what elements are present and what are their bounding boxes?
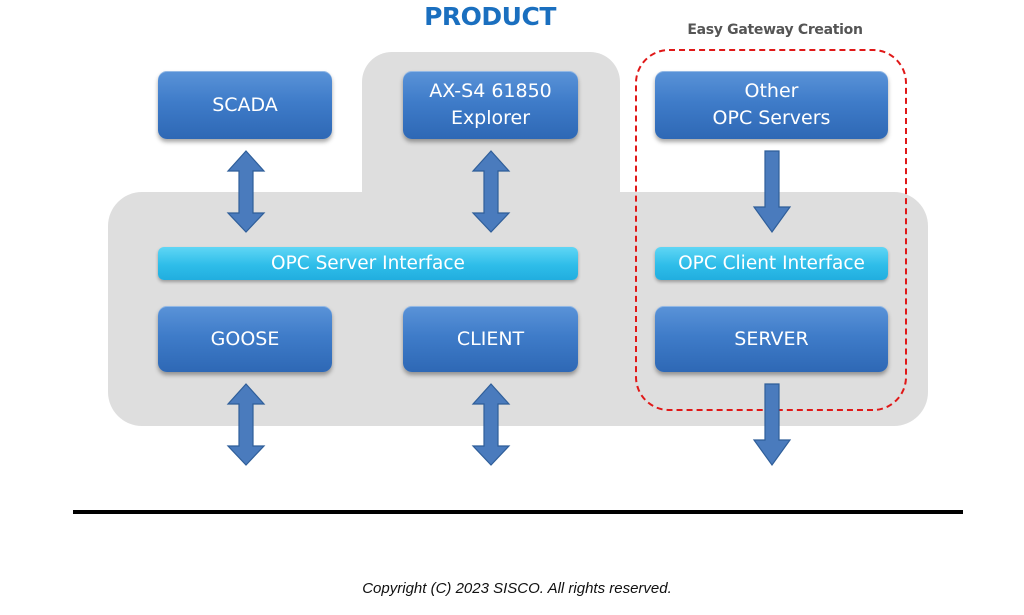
- gateway-label: Easy Gateway Creation: [687, 22, 863, 38]
- opc-client-interface-bar[interactable]: OPC Client Interface: [655, 247, 888, 280]
- server-label: SERVER: [734, 327, 809, 350]
- client-label: CLIENT: [456, 327, 525, 350]
- double-arrow-client: [471, 383, 511, 466]
- other-opc-servers-box[interactable]: Other OPC Servers: [655, 71, 888, 139]
- goose-label: GOOSE: [210, 327, 280, 350]
- scada-label: SCADA: [212, 93, 278, 116]
- explorer-label-line1: AX-S4 61850: [429, 80, 552, 102]
- footer-divider: [73, 510, 963, 514]
- goose-box[interactable]: GOOSE: [158, 306, 332, 372]
- explorer-label-line2: Explorer: [450, 107, 531, 129]
- opc-server-interface-bar[interactable]: OPC Server Interface: [158, 247, 578, 280]
- down-arrow-server: [752, 383, 792, 467]
- copyright-text: Copyright (C) 2023 SISCO. All rights res…: [362, 580, 672, 597]
- server-box[interactable]: SERVER: [655, 306, 888, 372]
- scada-box[interactable]: SCADA: [158, 71, 332, 139]
- opc-server-interface-label: OPC Server Interface: [271, 253, 465, 274]
- diagram-title: PRODUCT: [424, 2, 556, 31]
- explorer-box[interactable]: AX-S4 61850 Explorer: [403, 71, 578, 139]
- down-arrow-other-servers: [752, 150, 792, 234]
- double-arrow-goose: [226, 383, 266, 466]
- double-arrow-explorer: [471, 150, 511, 233]
- other-label-line1: Other: [744, 80, 799, 102]
- opc-client-interface-label: OPC Client Interface: [678, 253, 865, 274]
- client-box[interactable]: CLIENT: [403, 306, 578, 372]
- double-arrow-scada: [226, 150, 266, 233]
- other-label-line2: OPC Servers: [712, 107, 831, 129]
